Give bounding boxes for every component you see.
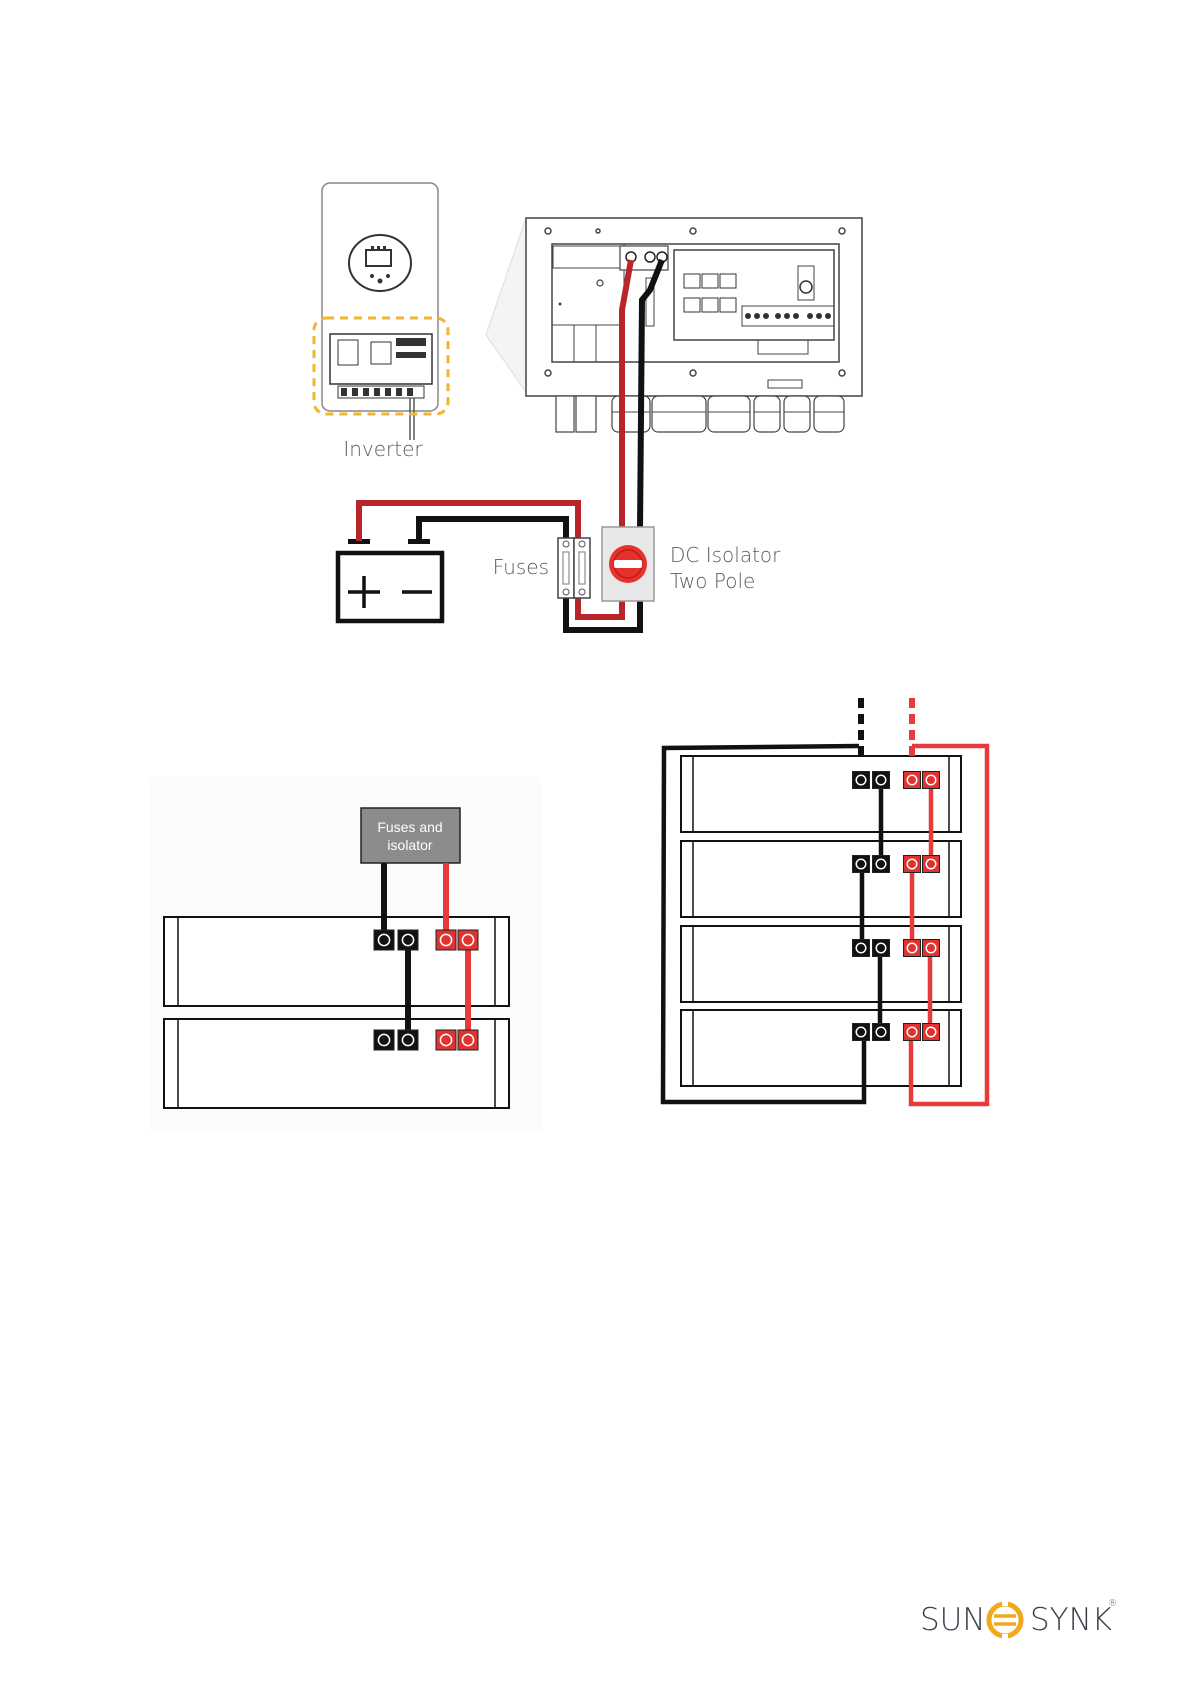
battery-negative-cable — [419, 519, 566, 541]
battery-terminal — [873, 856, 890, 873]
fuses-isolator-label-line1: Fuses and — [377, 819, 442, 835]
battery-symbol — [338, 539, 442, 621]
battery-terminal — [853, 940, 870, 957]
battery-terminal — [873, 940, 890, 957]
dc-isolator-icon — [602, 527, 654, 601]
battery-terminal — [853, 1024, 870, 1041]
fuses-isolator-box — [361, 808, 460, 863]
battery-terminal — [853, 856, 870, 873]
battery-terminal — [923, 856, 940, 873]
battery-terminal — [458, 1030, 478, 1050]
battery-terminal — [458, 930, 478, 950]
battery-terminal — [436, 1030, 456, 1050]
sunsynk-logo-icon — [989, 1600, 1021, 1640]
fuse-holder-icon — [558, 538, 590, 598]
battery-terminal — [374, 1030, 394, 1050]
dc-isolator-label-line2: Two Pole — [670, 569, 755, 593]
battery-terminal — [873, 1024, 890, 1041]
fuses-isolator-label-line2: isolator — [387, 837, 432, 853]
battery-terminal — [436, 930, 456, 950]
battery-terminal — [923, 1024, 940, 1041]
battery-terminal — [904, 772, 921, 789]
logo-text-left: SUN — [920, 1602, 986, 1638]
logo-registered-mark: ® — [1108, 1599, 1117, 1609]
battery-terminal — [873, 772, 890, 789]
battery-terminal — [923, 940, 940, 957]
battery-terminal — [904, 856, 921, 873]
battery-terminal — [904, 940, 921, 957]
battery-terminal — [853, 772, 870, 789]
sunsynk-logo: SUN SYNK ® — [920, 1599, 1117, 1640]
battery-terminal — [923, 772, 940, 789]
parallel-four-battery-diagram — [663, 698, 987, 1104]
logo-text-right: SYNK — [1030, 1602, 1112, 1638]
inverter-label: Inverter — [343, 437, 423, 461]
inverter-detail — [526, 218, 862, 432]
inverter-small — [314, 183, 448, 440]
dc-isolator-label-line1: DC Isolator — [670, 543, 781, 567]
zoom-wedge — [486, 218, 526, 392]
battery-terminal — [374, 930, 394, 950]
battery-terminal — [398, 1030, 418, 1050]
battery-terminal — [398, 930, 418, 950]
battery-terminal — [904, 1024, 921, 1041]
fuses-label: Fuses — [493, 555, 549, 579]
